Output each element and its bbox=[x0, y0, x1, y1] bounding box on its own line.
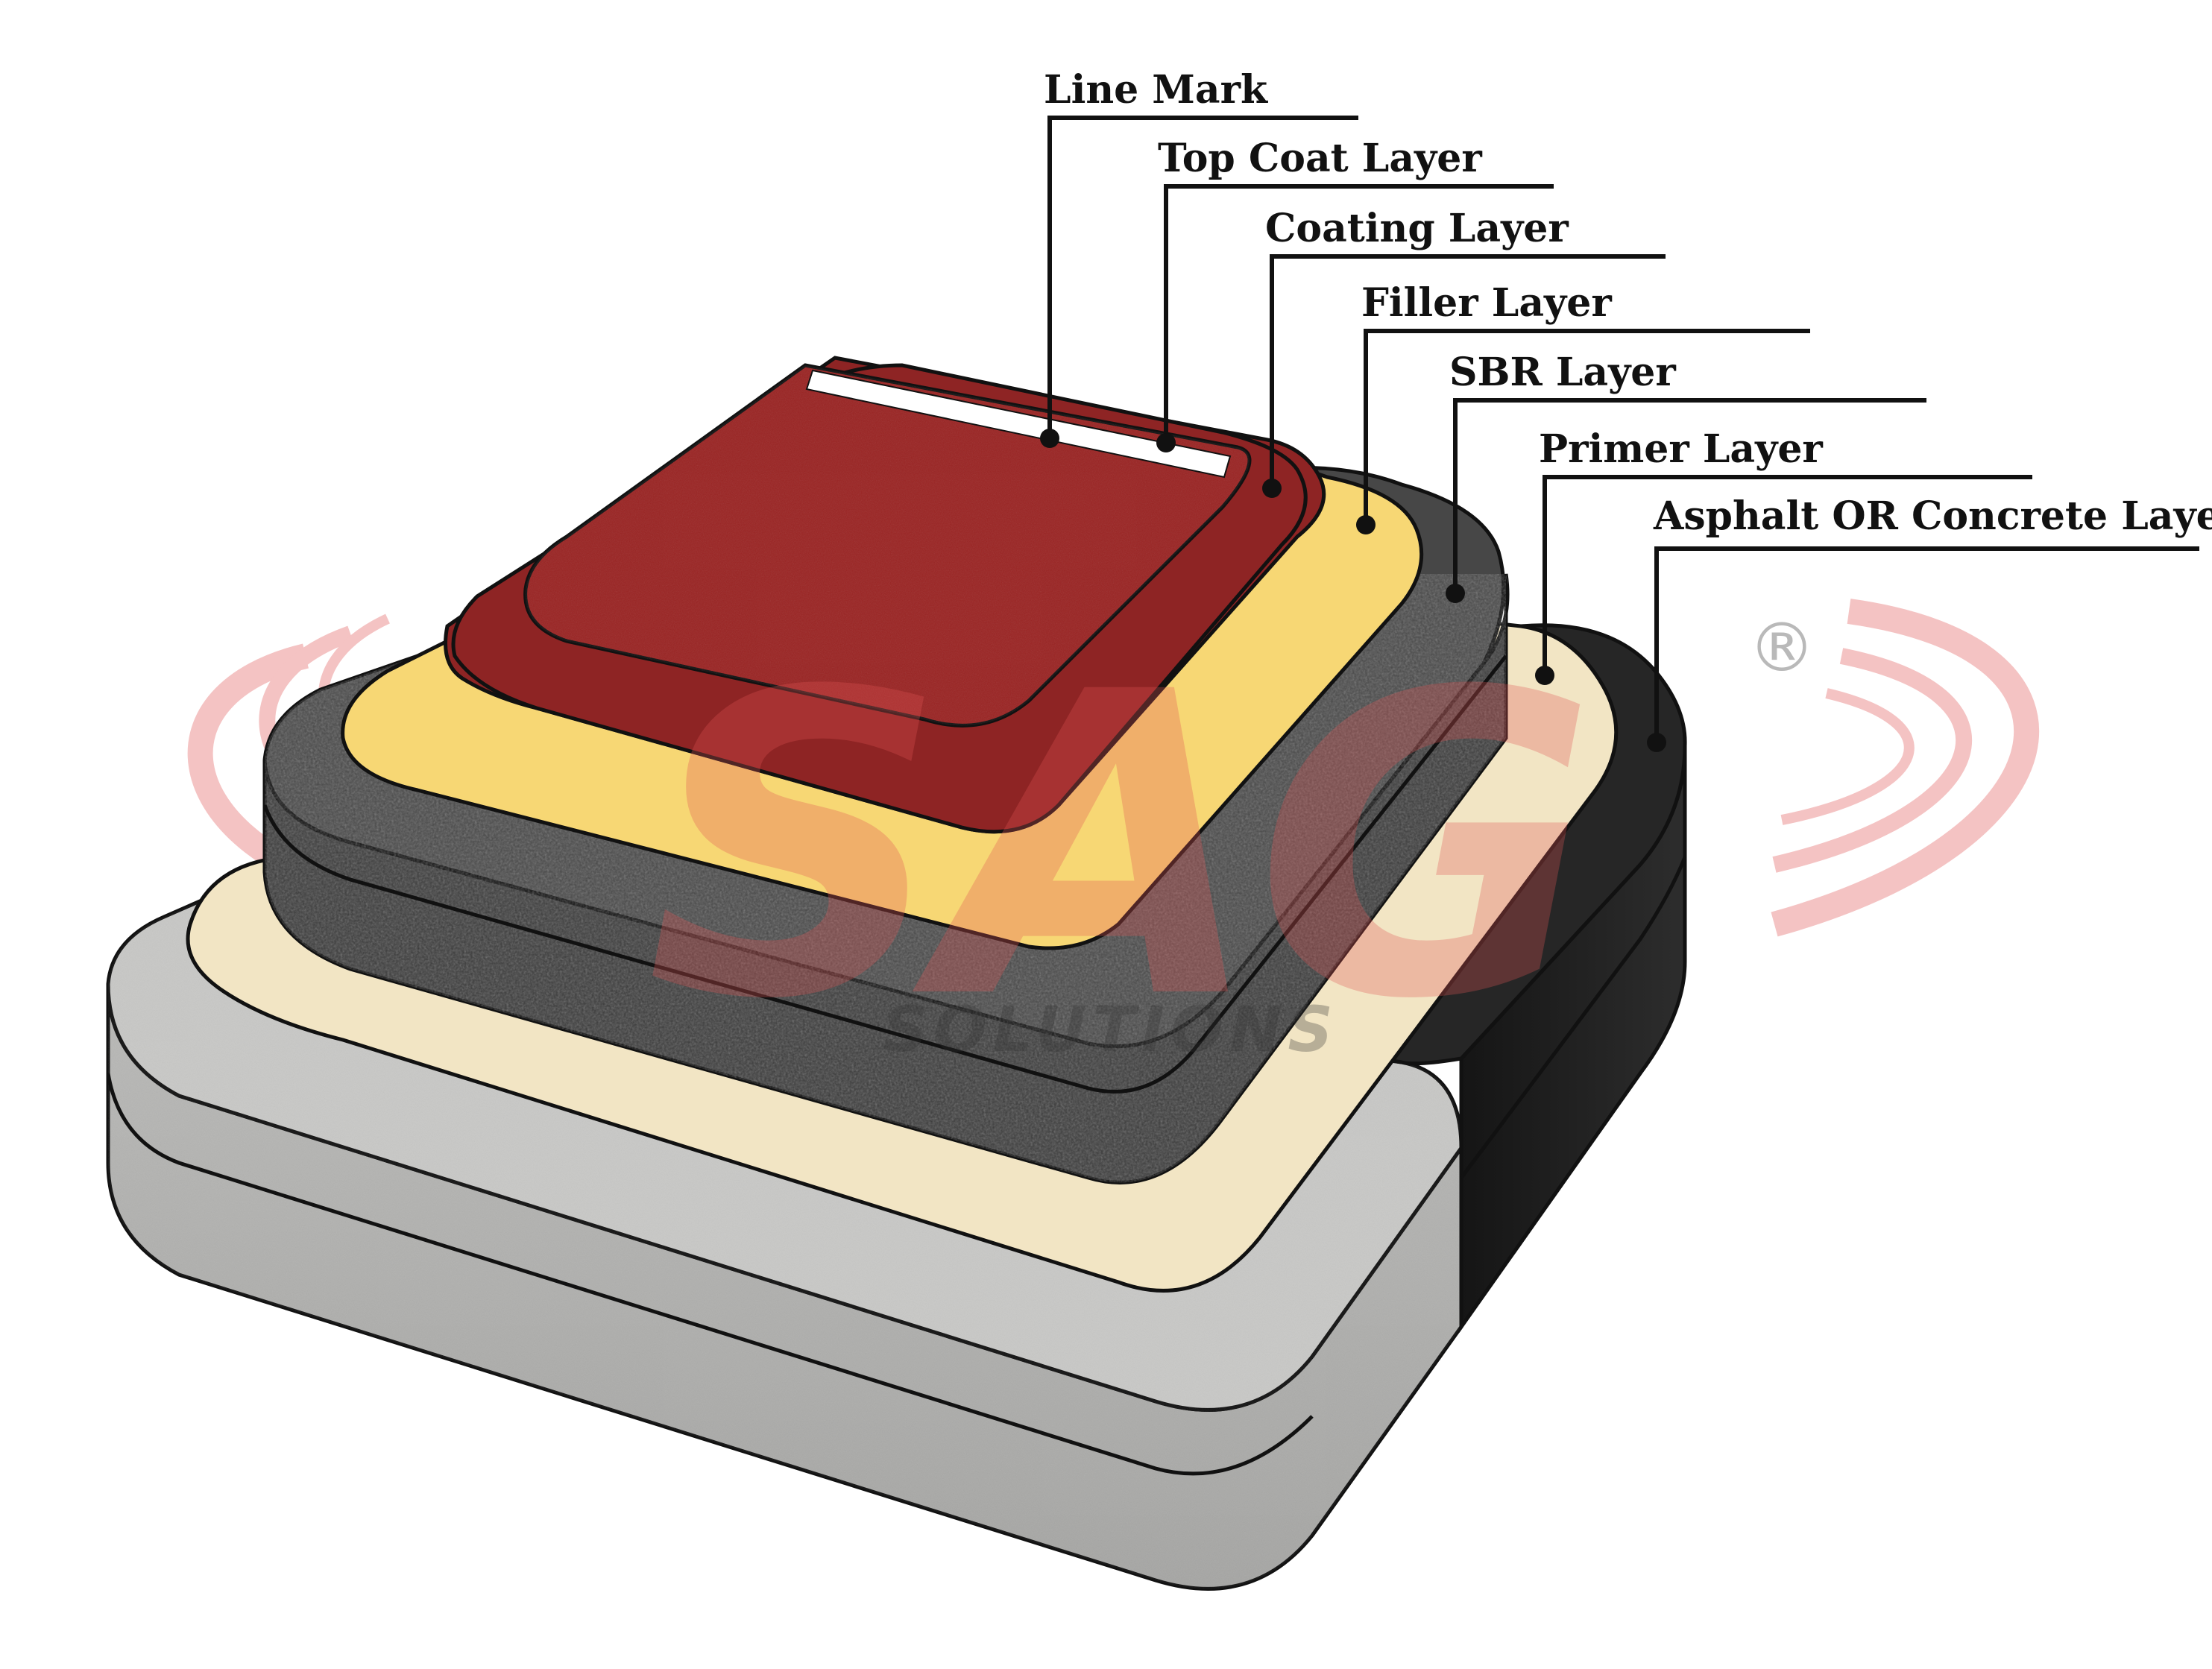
callout-filler: Filler Layer bbox=[1356, 280, 1810, 534]
callout-label: Line Mark bbox=[1044, 67, 1268, 113]
callout-label: Asphalt OR Concrete Layer bbox=[1653, 493, 2212, 539]
watermark-logo: SAG SOLUTIONS bbox=[646, 605, 1598, 1091]
callout-line-mark: Line Mark bbox=[1040, 67, 1358, 448]
callout-label: Filler Layer bbox=[1361, 280, 1612, 326]
callout-coating: Coating Layer bbox=[1262, 206, 1666, 498]
line-mark-stripe bbox=[805, 369, 1232, 479]
callouts: Line Mark Top Coat Layer Coating Layer F… bbox=[1040, 67, 2212, 752]
watermark-tagline: SOLUTIONS bbox=[883, 993, 1339, 1066]
callout-label: SBR Layer bbox=[1449, 350, 1676, 395]
callout-top-coat: Top Coat Layer bbox=[1156, 136, 1554, 452]
watermark-text: SAG bbox=[646, 605, 1590, 1091]
callout-primer: Primer Layer bbox=[1535, 426, 2032, 685]
callout-label: Top Coat Layer bbox=[1158, 136, 1482, 181]
callout-base: Asphalt OR Concrete Layer bbox=[1647, 493, 2212, 752]
registered-mark: ® bbox=[1748, 609, 1815, 687]
callout-sbr: SBR Layer bbox=[1446, 350, 1926, 603]
callout-label: Coating Layer bbox=[1265, 206, 1569, 251]
callout-label: Primer Layer bbox=[1539, 426, 1823, 472]
